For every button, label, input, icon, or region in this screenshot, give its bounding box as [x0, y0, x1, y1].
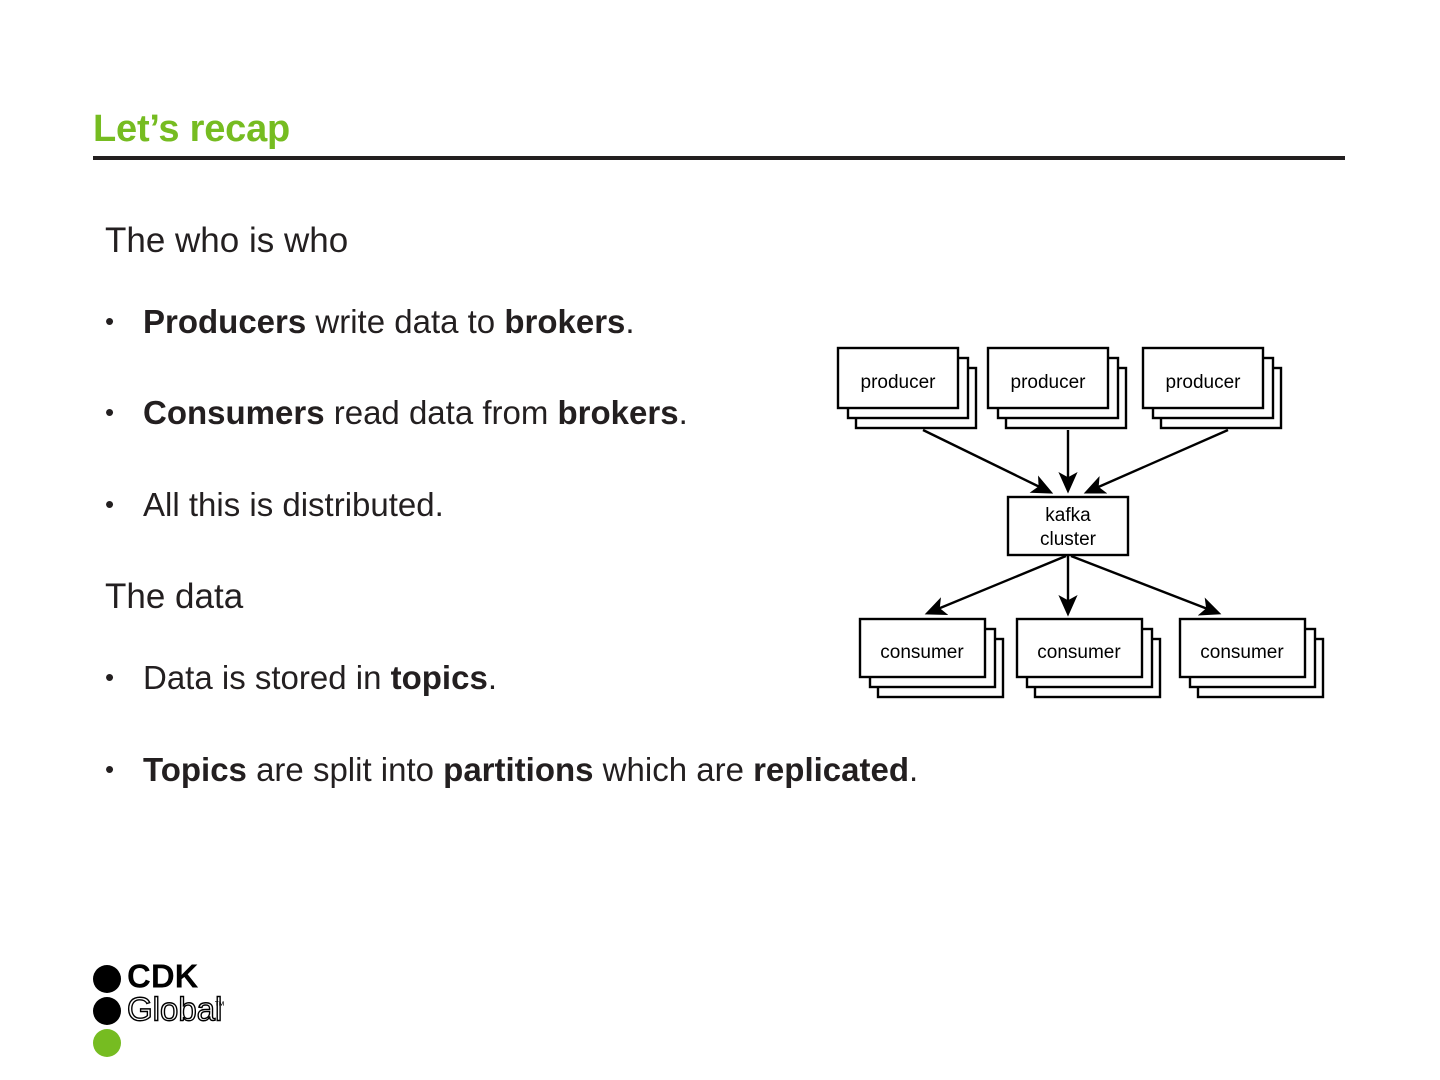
- consumer-node-2: consumer: [1015, 617, 1162, 699]
- list-item-emphasis: brokers: [557, 394, 679, 432]
- consumer-node-3: consumer: [1178, 617, 1325, 699]
- title-divider: [93, 156, 1345, 160]
- list-item-plain: .: [909, 750, 919, 788]
- bullet-marker-icon: •: [105, 489, 115, 520]
- list-item: • Data is stored in topics.: [105, 659, 1105, 697]
- kafka-cluster-label-line1: kafka: [1045, 505, 1091, 526]
- list-item-emphasis: replicated: [753, 750, 909, 788]
- list-item-text: Consumers read data from brokers.: [143, 394, 1105, 432]
- cdk-global-logo: CDK Global ™: [90, 958, 290, 1063]
- kafka-cluster-node: kafka cluster: [1006, 495, 1130, 557]
- edge-producer3-to-cluster: [1083, 428, 1229, 494]
- bullet-marker-icon: •: [105, 661, 115, 692]
- edge-cluster-to-consumer3: [1070, 554, 1222, 616]
- list-item: • Topics are split into partitions which…: [105, 751, 1105, 789]
- edge-cluster-to-consumer1: [924, 554, 1067, 616]
- list-item-text: All this is distributed.: [143, 486, 1105, 524]
- logo-dot-1: [93, 965, 121, 993]
- list-item-emphasis: Producers: [143, 302, 307, 340]
- page-title: Let’s recap: [93, 108, 291, 150]
- producer-label-3: producer: [1166, 372, 1242, 393]
- kafka-cluster-label-line2: cluster: [1040, 529, 1097, 550]
- list-item: • All this is distributed.: [105, 486, 1105, 524]
- list-item-text: Topics are split into partitions which a…: [143, 751, 1105, 789]
- list-item-plain: .: [487, 658, 497, 696]
- list-item-plain: .: [625, 302, 635, 340]
- list-item: • Producers write data to brokers.: [105, 303, 1105, 341]
- consumer-label-3: consumer: [1200, 642, 1284, 663]
- bullet-marker-icon: •: [105, 397, 115, 428]
- producer-label-1: producer: [861, 372, 937, 393]
- list-item-text: Producers write data to brokers.: [143, 303, 1105, 341]
- consumer-node-1: consumer: [858, 617, 1005, 699]
- list-item-emphasis: Consumers: [143, 394, 325, 432]
- logo-text-cdk: CDK: [127, 958, 199, 995]
- consumer-label-2: consumer: [1037, 642, 1121, 663]
- section-heading-who-is-who: The who is who: [105, 221, 349, 260]
- list-item-text: Data is stored in topics.: [143, 659, 1105, 697]
- kafka-architecture-diagram: producer producer producer kafka cluster: [828, 330, 1328, 700]
- list-item-emphasis: partitions: [443, 750, 594, 788]
- logo-dot-2: [93, 997, 121, 1025]
- edge-producer1-to-cluster: [922, 428, 1054, 494]
- bullet-marker-icon: •: [105, 753, 115, 784]
- bullet-marker-icon: •: [105, 305, 115, 336]
- list-item-plain: Data is stored in: [143, 658, 391, 696]
- slide-body: The who is who • Producers write data to…: [105, 221, 1105, 789]
- list-item-plain: which are: [593, 750, 754, 788]
- logo-text-global: Global: [127, 991, 222, 1028]
- list-item-plain: write data to: [306, 302, 505, 340]
- producer-node-1: producer: [836, 346, 978, 430]
- logo-trademark-symbol: ™: [214, 1000, 225, 1012]
- section-heading-the-data: The data: [105, 577, 244, 617]
- consumer-label-1: consumer: [880, 642, 964, 663]
- logo-dot-3: [93, 1029, 121, 1057]
- list-item-plain: read data from: [324, 394, 558, 432]
- producer-node-2: producer: [986, 346, 1128, 430]
- producer-node-3: producer: [1141, 346, 1283, 430]
- list-item-plain: are split into: [246, 750, 444, 788]
- list-item-emphasis: brokers: [504, 302, 626, 340]
- producer-label-2: producer: [1011, 372, 1087, 393]
- list-item-plain: .: [678, 394, 688, 432]
- list-item-emphasis: Topics: [143, 750, 247, 788]
- list-item: • Consumers read data from brokers.: [105, 394, 1105, 432]
- list-item-emphasis: topics: [390, 658, 488, 696]
- list-item-plain: All this is distributed.: [143, 486, 444, 524]
